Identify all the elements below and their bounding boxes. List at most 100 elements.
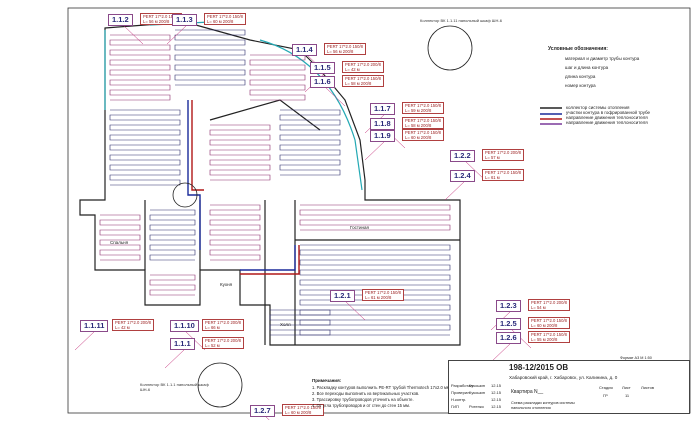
sheet-frame [67, 7, 691, 414]
circuit-id: 1.2.6 [496, 332, 521, 344]
heating-loop [299, 204, 451, 231]
room-label: Кухня [220, 282, 233, 287]
collector-marker-top [172, 182, 198, 208]
sheets-total-label: Листов [641, 385, 654, 390]
legend-swatches [540, 107, 562, 125]
object-name: Квартира N__ [511, 389, 544, 395]
leader-line [264, 415, 275, 425]
title-block-cell: Кукошин [469, 383, 486, 388]
leader-line [122, 24, 144, 45]
legend-item: материал и диаметр трубы контура [565, 56, 640, 61]
title-block: 198-12/2015 ОВ Хабаровский край, г. Хаба… [448, 360, 690, 414]
title-block-cell: Кукошин [469, 390, 486, 395]
legend-item: направление движения теплоносителя [566, 120, 648, 125]
legend-item: номер контура [565, 83, 596, 88]
leader-line [324, 86, 346, 107]
legend-title: Условные обозначения: [548, 46, 608, 52]
circuit-id: 1.1.4 [292, 44, 317, 56]
title-block-cell: Разработал [451, 383, 473, 388]
circuit-id: 1.2.1 [330, 290, 355, 302]
leader-line [74, 330, 96, 351]
legend-item: длина контура [565, 74, 596, 79]
notes-title: Примечания: [312, 378, 342, 383]
leader-line [364, 140, 386, 161]
room-label: Гостиная [350, 225, 369, 230]
circuit-id: 1.1.5 [310, 62, 335, 74]
leader-line [184, 330, 206, 351]
circuit-id: 1.1.9 [370, 130, 395, 142]
room-label: Спальня [110, 240, 129, 245]
heating-loop [279, 109, 341, 176]
heating-loop [174, 29, 246, 86]
collector-detail-circle [197, 362, 243, 408]
heating-loop [249, 54, 306, 101]
circuit-id: 1.1.10 [170, 320, 199, 332]
stage-label: Стадия [599, 385, 613, 390]
heating-loop [269, 309, 331, 336]
legend-item: направление движения теплоносителя [566, 115, 648, 120]
sheet-value: 11 [625, 393, 630, 398]
note-item: 3. Трассировку трубопроводов уточнить на… [312, 397, 414, 402]
leader-line [444, 180, 466, 201]
circuit-id: 1.1.6 [310, 76, 335, 88]
leader-line [490, 342, 512, 363]
circuit-id: 1.2.2 [450, 150, 475, 162]
collector-detail-circle-top [427, 25, 473, 71]
leader-line [464, 160, 486, 181]
leader-line [166, 24, 188, 45]
drawing-name: Схема раскладки контуров системы напольн… [511, 401, 575, 410]
title-block-cell: Проверил [451, 390, 470, 395]
collector-note-bottom: Коллектор ВК 1.1.1 напольный шкаф ШН-6 [140, 382, 209, 392]
title-block-cell: 12.15 [491, 383, 502, 388]
legend-item: шаг и длина контура [565, 65, 609, 70]
circuit-id: 1.1.8 [370, 118, 395, 130]
room-label: Холл [280, 322, 291, 327]
heating-loop [209, 124, 271, 181]
title-block-cell: 12.15 [491, 390, 502, 395]
heating-loop [209, 204, 261, 261]
title-block-cell: ГИП [451, 404, 459, 409]
circuit-id: 1.2.7 [250, 405, 275, 417]
legend-item: коллектор системы отопления [566, 105, 630, 110]
title-block-cell: 12.15 [491, 404, 502, 409]
circuit-id: 1.1.11 [80, 320, 109, 332]
circuit-id: 1.1.7 [370, 103, 395, 115]
legend-item: участки контура в гофрированной трубе [566, 110, 651, 115]
stage-value: ГР [603, 393, 608, 398]
heating-loop [109, 109, 181, 186]
doc-code: 198-12/2015 ОВ [509, 363, 569, 372]
doc-address: Хабаровский край, г. Хабаровск, ул. Кали… [509, 375, 618, 380]
format-label: Формат А3 М 1:50 [620, 356, 652, 360]
circuit-id: 1.2.4 [450, 170, 475, 182]
title-block-cell: Н.контр. [451, 397, 467, 402]
sheet-label: Лист [622, 385, 631, 390]
note-item: 4. От угла трубопроводов и от стен до ст… [312, 403, 411, 408]
heating-loop [149, 274, 196, 296]
leader-line [344, 300, 366, 321]
note-item: 2. Все переходы выполнить из вертикальны… [312, 391, 420, 396]
title-block-cell: 12.15 [491, 397, 502, 402]
circuit-id: 1.1.2 [108, 14, 133, 26]
heating-loop [109, 34, 171, 101]
heating-loop [149, 209, 196, 261]
circuit-id: 1.2.5 [496, 318, 521, 330]
